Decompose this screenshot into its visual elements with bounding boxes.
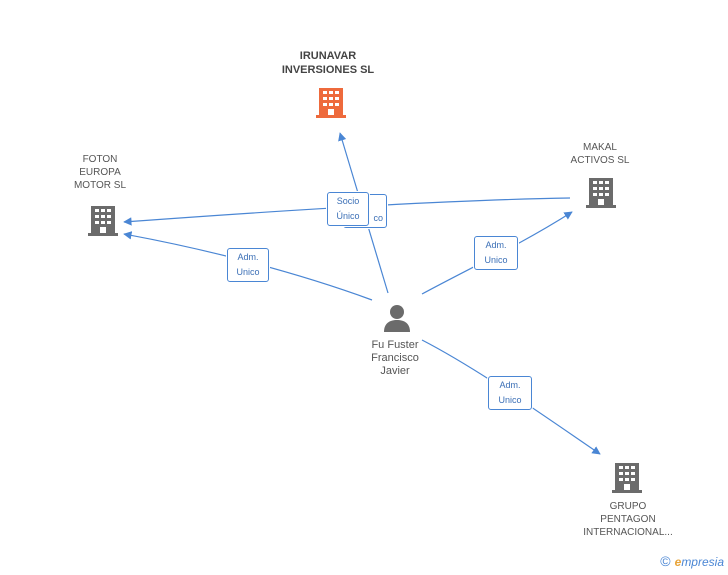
company-name-line: EUROPA bbox=[79, 167, 121, 178]
building-icon[interactable] bbox=[612, 463, 642, 493]
edge-label-line: co bbox=[373, 213, 383, 223]
company-name-line: FOTON bbox=[82, 154, 118, 165]
person-name-line: Fu Fuster bbox=[371, 339, 419, 351]
company-name-line: INTERNACIONAL... bbox=[583, 527, 673, 538]
company-name-line: MAKAL bbox=[583, 142, 617, 153]
company-name-line: MOTOR SL bbox=[73, 180, 127, 191]
brand-logo[interactable]: ©empresia bbox=[660, 553, 724, 569]
person-name-line: Javier bbox=[380, 365, 410, 377]
person-icon[interactable] bbox=[384, 305, 410, 332]
edge-label-line: Unico bbox=[236, 267, 260, 277]
person-label[interactable]: Fu Fuster Francisco Javier bbox=[345, 339, 445, 378]
building-icon[interactable] bbox=[316, 86, 348, 118]
company-name-line: ACTIVOS SL bbox=[570, 155, 630, 166]
company-name-line: GRUPO bbox=[609, 501, 647, 512]
building-icon[interactable] bbox=[88, 206, 118, 236]
edge-label-socio-unico: Socio Único bbox=[327, 192, 369, 226]
company-label-irunavar[interactable]: IRUNAVAR INVERSIONES SL bbox=[268, 49, 388, 77]
building-icon[interactable] bbox=[586, 178, 616, 208]
edge-label-line: Socio bbox=[336, 196, 360, 206]
edge-label-line: Adm. bbox=[499, 380, 521, 390]
company-name-line: PENTAGON bbox=[600, 514, 656, 525]
person-name-line: Francisco bbox=[371, 352, 419, 364]
copyright-icon: © bbox=[660, 553, 671, 569]
edge-label-adm-foton: Adm. Unico bbox=[227, 248, 269, 282]
brand-first-letter: e bbox=[674, 555, 682, 569]
edge-label-line: Unico bbox=[498, 395, 522, 405]
edge-label-line: Único bbox=[336, 211, 360, 221]
brand-rest: mpresia bbox=[681, 555, 724, 569]
company-label-makal[interactable]: MAKAL ACTIVOS SL bbox=[550, 141, 650, 167]
company-label-foton[interactable]: FOTON EUROPA MOTOR SL bbox=[50, 153, 150, 192]
company-name-line: INVERSIONES SL bbox=[281, 64, 375, 76]
edge-label-adm-makal: Adm. Unico bbox=[474, 236, 518, 270]
edge-label-line: Adm. bbox=[237, 252, 259, 262]
edge-label-line: Unico bbox=[484, 255, 508, 265]
edge-label-adm-grupo: Adm. Unico bbox=[488, 376, 532, 410]
company-label-grupo[interactable]: GRUPO PENTAGON INTERNACIONAL... bbox=[568, 500, 688, 539]
edge-label-line: Adm. bbox=[485, 240, 507, 250]
company-name-line: IRUNAVAR bbox=[299, 50, 357, 62]
